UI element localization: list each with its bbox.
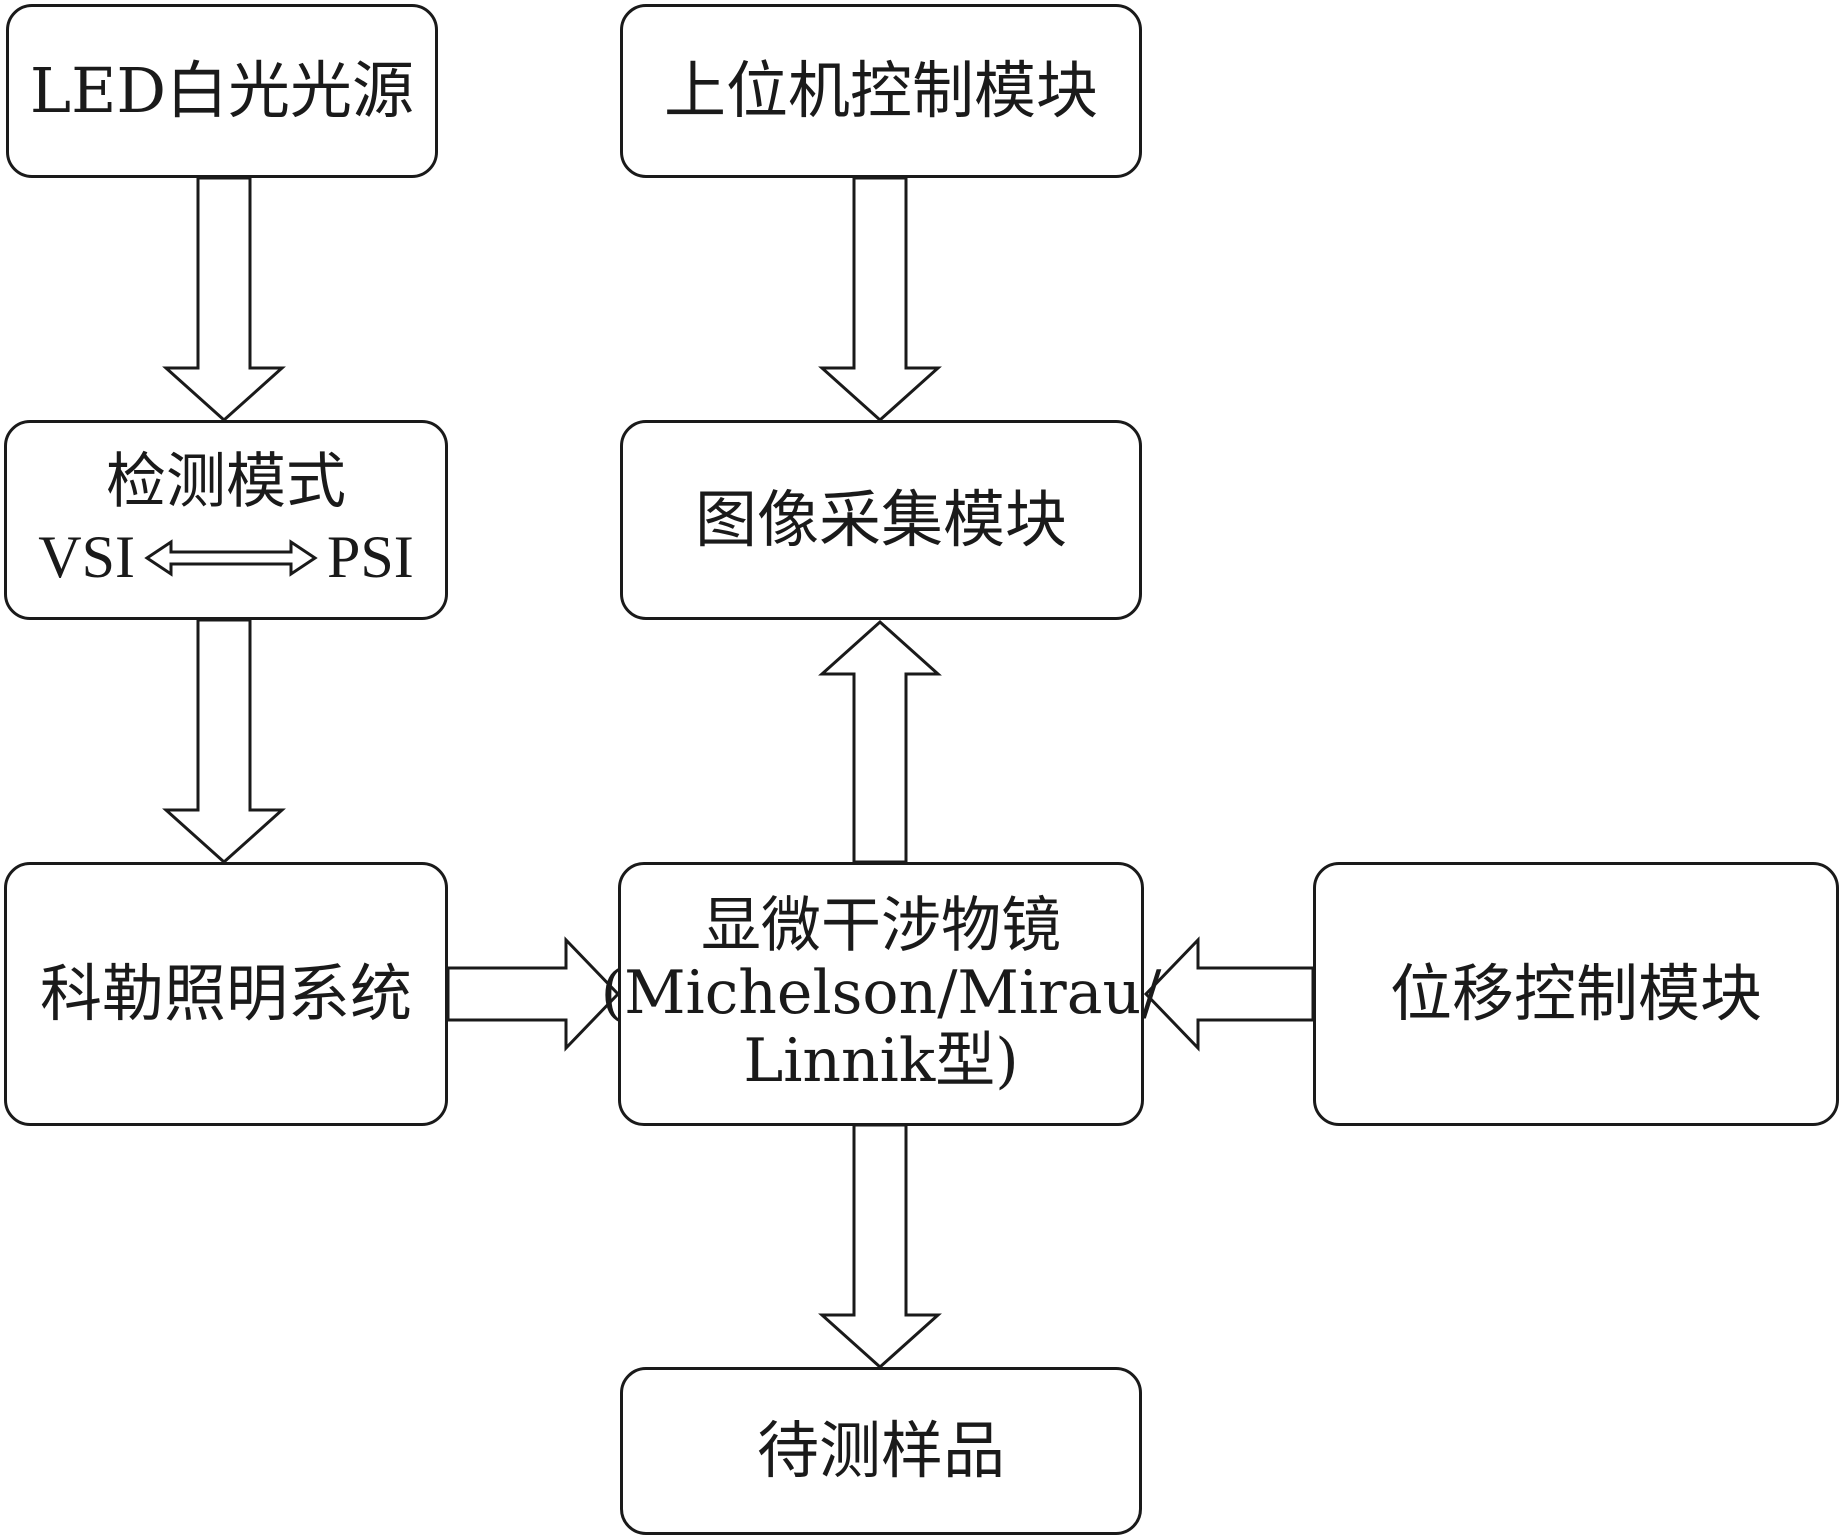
arrow-objective-to-acquisition	[818, 619, 942, 864]
sample-box: 待测样品	[620, 1367, 1142, 1535]
host-control-box: 上位机控制模块	[620, 4, 1142, 178]
arrow-displacement-to-objective	[1143, 936, 1315, 1052]
kohler-illumination-box: 科勒照明系统	[4, 862, 448, 1126]
objective-line-1: 显微干涉物镜	[701, 891, 1061, 962]
displacement-control-label: 位移控制模块	[1389, 957, 1762, 1031]
kohler-illumination-label: 科勒照明系统	[39, 957, 412, 1031]
image-acquisition-label: 图像采集模块	[694, 483, 1067, 557]
image-acquisition-box: 图像采集模块	[620, 420, 1142, 620]
arrow-host-to-acquisition	[818, 176, 942, 423]
sample-label: 待测样品	[756, 1414, 1005, 1488]
led-source-box: LED白光光源	[6, 4, 438, 178]
arrow-kohler-to-objective	[446, 936, 621, 1052]
mode-vsi-label: VSI	[38, 524, 135, 590]
detection-mode-title: 检测模式	[106, 446, 346, 517]
interference-objective-box: 显微干涉物镜 (Michelson/Mirau/ Linnik型)	[601, 862, 1161, 1126]
arrow-objective-to-sample	[818, 1123, 942, 1370]
host-control-label: 上位机控制模块	[663, 54, 1098, 128]
arrow-led-to-mode	[162, 176, 286, 423]
arrow-mode-to-kohler	[162, 618, 286, 865]
objective-line-3: Linnik型)	[743, 1025, 1019, 1096]
mode-psi-label: PSI	[326, 524, 414, 590]
double-arrow-icon	[144, 538, 318, 577]
detection-mode-switch: VSI PSI	[38, 524, 413, 591]
detection-mode-box: 检测模式 VSI PSI	[4, 420, 448, 620]
displacement-control-box: 位移控制模块	[1313, 862, 1839, 1126]
led-source-label: LED白光光源	[29, 54, 415, 128]
objective-line-2: (Michelson/Mirau/	[600, 958, 1162, 1029]
